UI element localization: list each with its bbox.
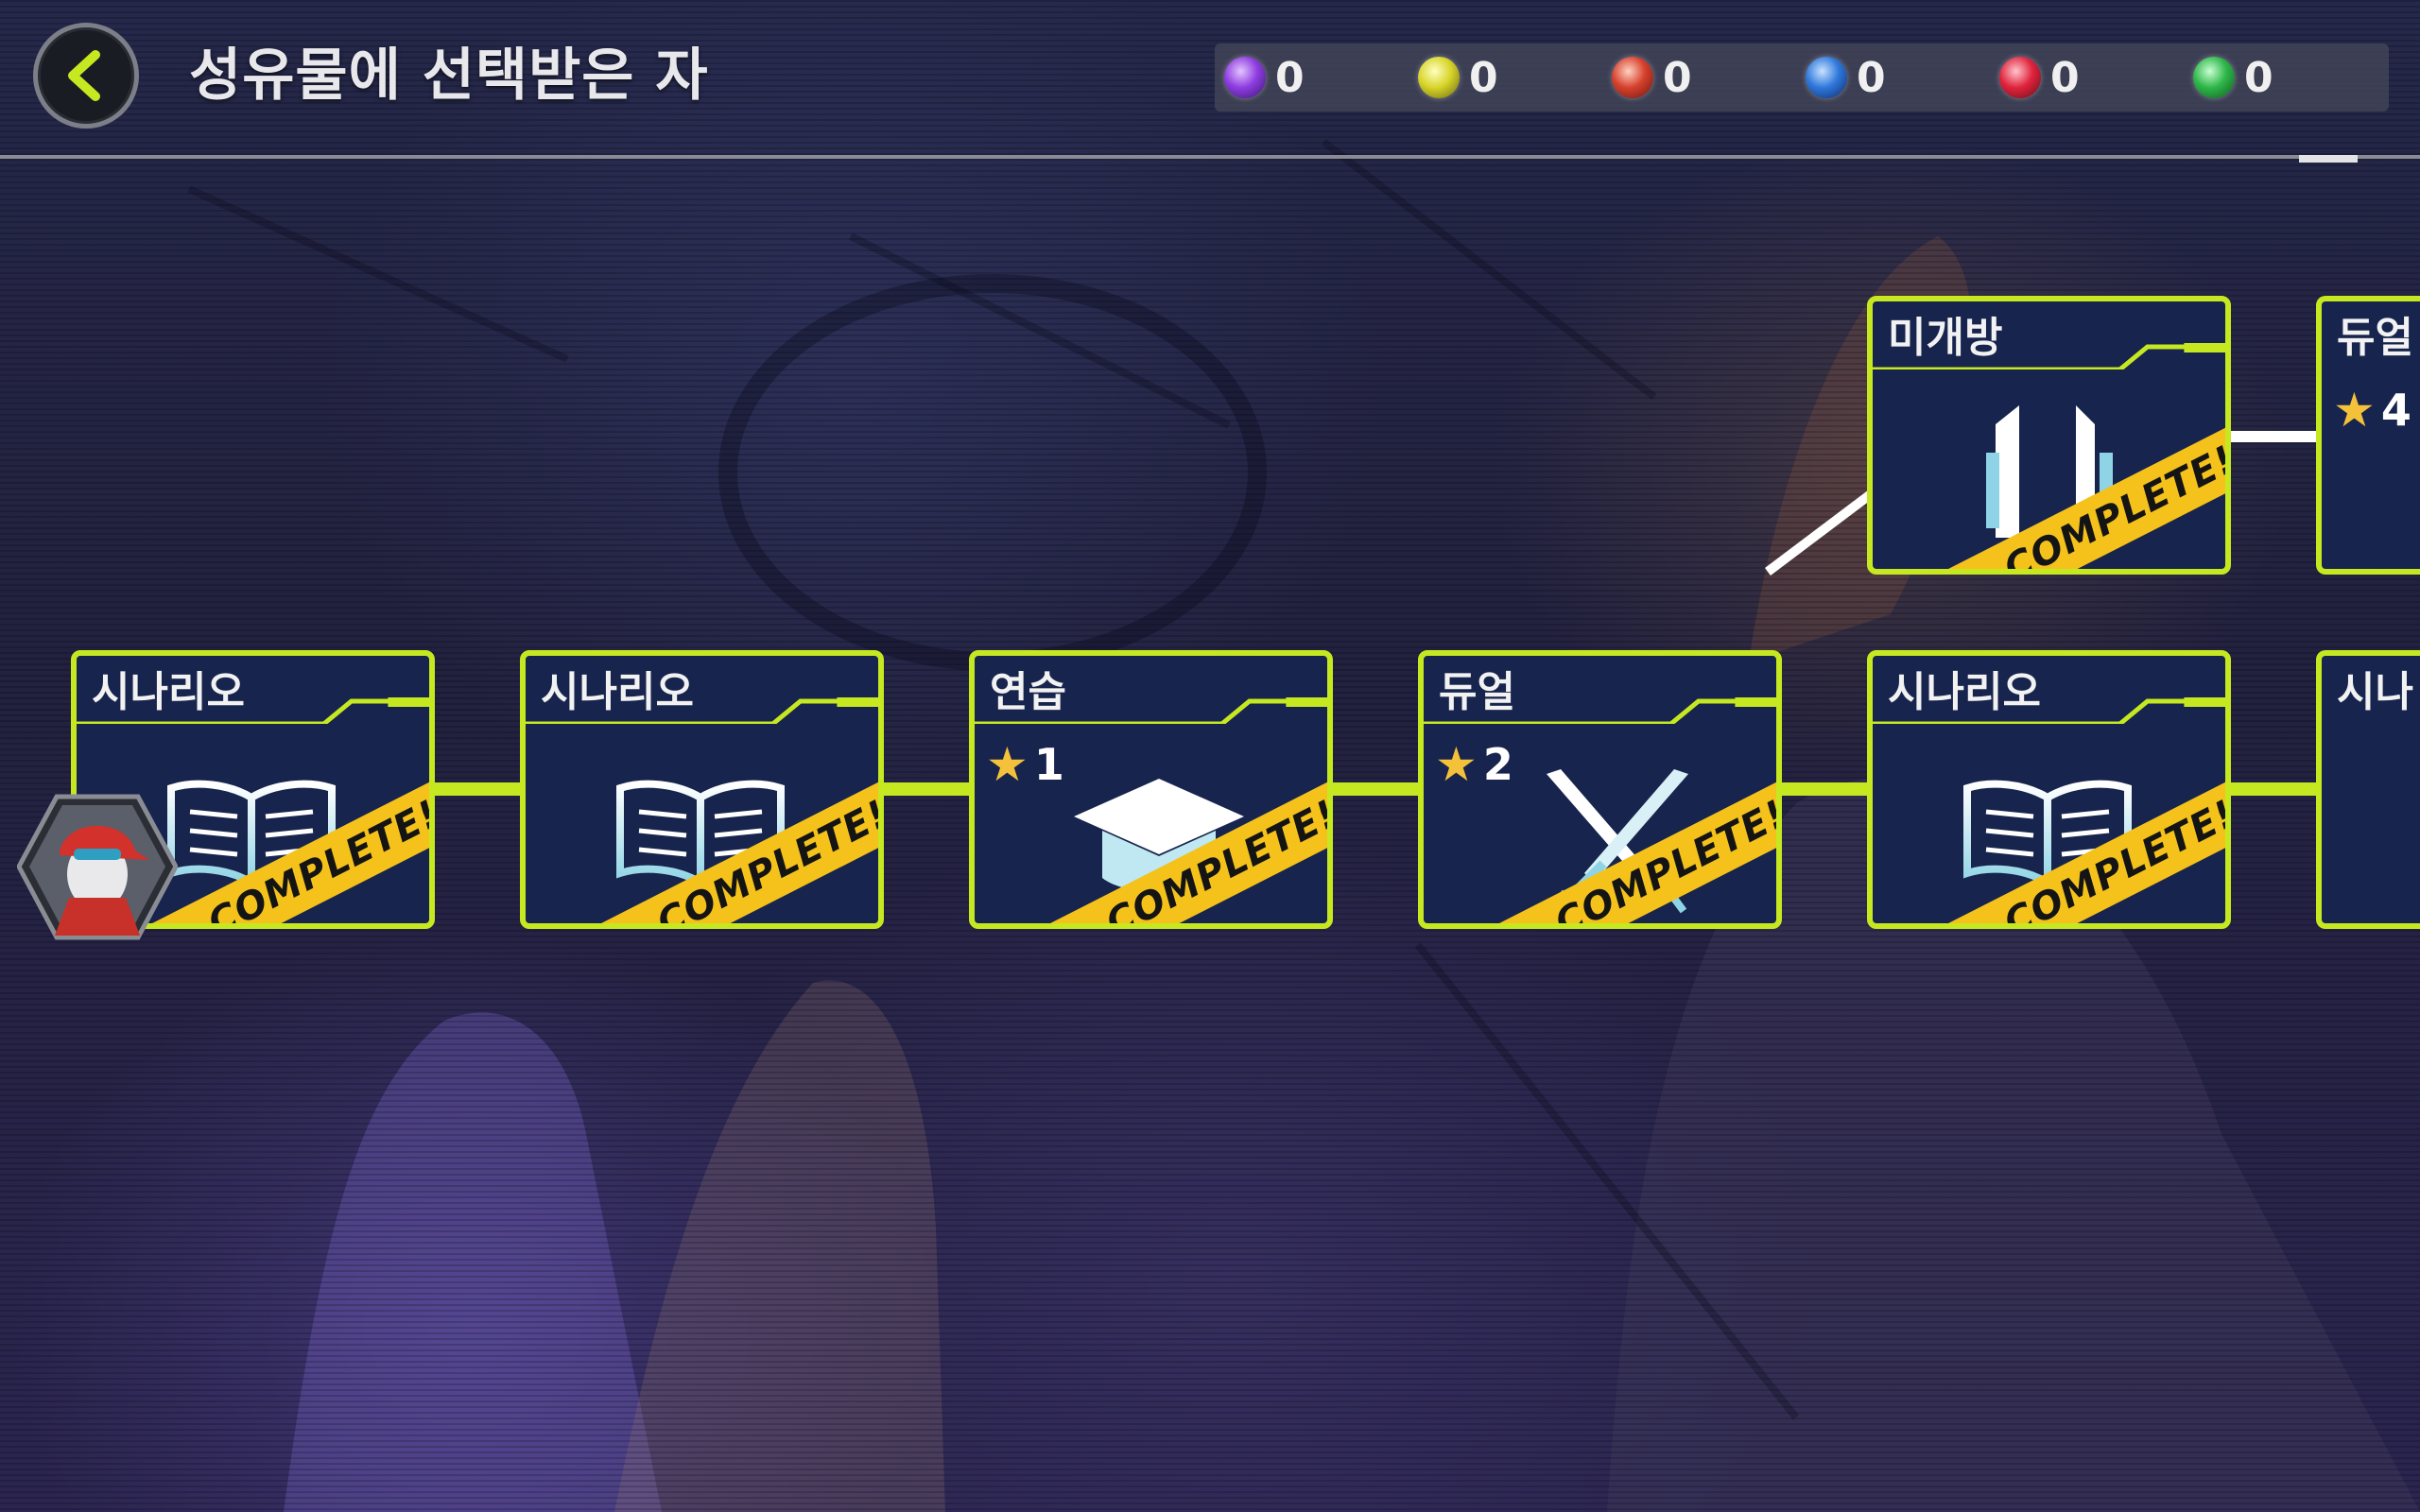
stage-card-scenario-2[interactable]: 시나리오 COMPLETE!! [520,650,884,929]
page-title: 성유물에 선택받은 자 [189,43,709,109]
stage-card-duel-1[interactable]: 듀얼 ★ 2 COMPLETE!! [1418,650,1782,929]
stage-card-duel-2[interactable]: 듀얼 ★ 4 [2316,296,2420,575]
stage-card-scenario-3[interactable]: 시나리오 COMPLETE!! [1867,650,2231,929]
currency-count: 0 [2244,53,2273,102]
currency-green: 0 [2193,53,2273,102]
star-count: 1 [1033,739,1064,790]
currency-purple: 0 [1224,53,1305,102]
path-connector [884,782,969,796]
card-tab [1873,343,2225,369]
red-orb-icon [1999,57,2041,98]
path-connector [435,782,520,796]
star-rating: ★ 4 [2333,383,2411,438]
stage-type-label: 시나 [2337,668,2413,716]
star-icon: ★ [986,737,1028,792]
star-icon: ★ [1435,737,1478,792]
back-button[interactable] [33,23,139,129]
card-tab [1873,697,2225,724]
yellow-orb-icon [1418,57,1460,98]
scroll-indicator [2299,155,2358,163]
star-rating: ★ 1 [986,737,1064,792]
card-tab [1424,697,1776,724]
stage-card-scenario-1[interactable]: 시나리오 COMPLETE!! [71,650,435,929]
card-tab [526,697,878,724]
card-tab [975,697,1327,724]
currency-count: 0 [1275,53,1305,102]
stage-type-label: 미개방 [1888,314,2003,362]
star-rating: ★ 2 [1435,737,1513,792]
path-connector [2231,782,2316,796]
star-count: 2 [1482,739,1513,790]
currency-count: 0 [1469,53,1498,102]
stage-type-label: 듀얼 [2337,314,2413,362]
star-icon: ★ [2333,383,2376,438]
card-tab [77,697,429,724]
currency-bar: 0 0 0 0 0 0 [1215,43,2389,112]
purple-orb-icon [1224,57,1266,98]
stage-type-label: 듀얼 [1439,668,1515,716]
chevron-left-icon [68,50,100,101]
header-divider [0,155,2420,159]
currency-orange: 0 [1612,53,1692,102]
green-orb-icon [2193,57,2235,98]
currency-count: 0 [1857,53,1886,102]
currency-yellow: 0 [1418,53,1498,102]
currency-blue: 0 [1806,53,1886,102]
stage-type-label: 시나리오 [1888,668,2041,716]
branch-connector [2231,431,2316,442]
stage-card-practice[interactable]: 연습 ★ 1 COMPLETE!! [969,650,1333,929]
currency-count: 0 [2050,53,2080,102]
currency-red: 0 [1999,53,2080,102]
stage-type-label: 시나리오 [92,668,245,716]
blue-orb-icon [1806,57,1847,98]
path-connector [1333,782,1418,796]
stage-card-scenario-4[interactable]: 시나 [2316,650,2420,929]
star-count: 4 [2380,385,2411,436]
stage-type-label: 연습 [990,668,1066,716]
orange-orb-icon [1612,57,1653,98]
stage-type-label: 시나리오 [541,668,694,716]
player-avatar[interactable] [17,794,178,940]
path-connector [1782,782,1867,796]
currency-count: 0 [1663,53,1692,102]
stage-card-unopened[interactable]: 미개방 COMPLETE!! [1867,296,2231,575]
